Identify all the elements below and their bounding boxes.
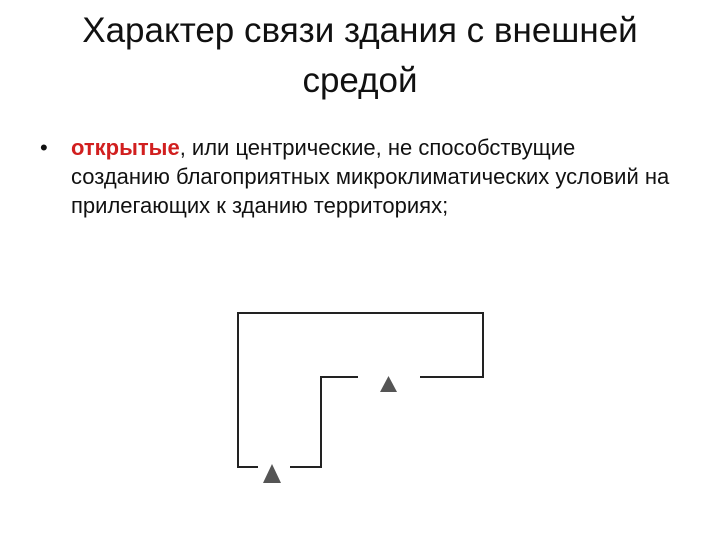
title-line-2: средой [302,61,418,100]
building-outline [237,312,484,468]
bullet-text: открытые, или центрические, не способств… [71,133,680,220]
bullet-marker: • [40,135,48,160]
wall-outline-left [237,312,484,468]
bullet-item: • открытые, или центрические, не способс… [40,133,680,220]
title-line-1: Характер связи здания с внешней [82,11,638,50]
bullet-keyword: открытые [71,135,180,160]
bullet-body: , или центрические, не способствущие соз… [71,135,670,218]
entrance-marker-lower-icon [263,464,281,483]
slide-title: Характер связи здания с внешней средой [20,6,700,106]
entrance-marker-upper-icon [380,376,397,392]
wall-outline-inner [290,376,358,468]
